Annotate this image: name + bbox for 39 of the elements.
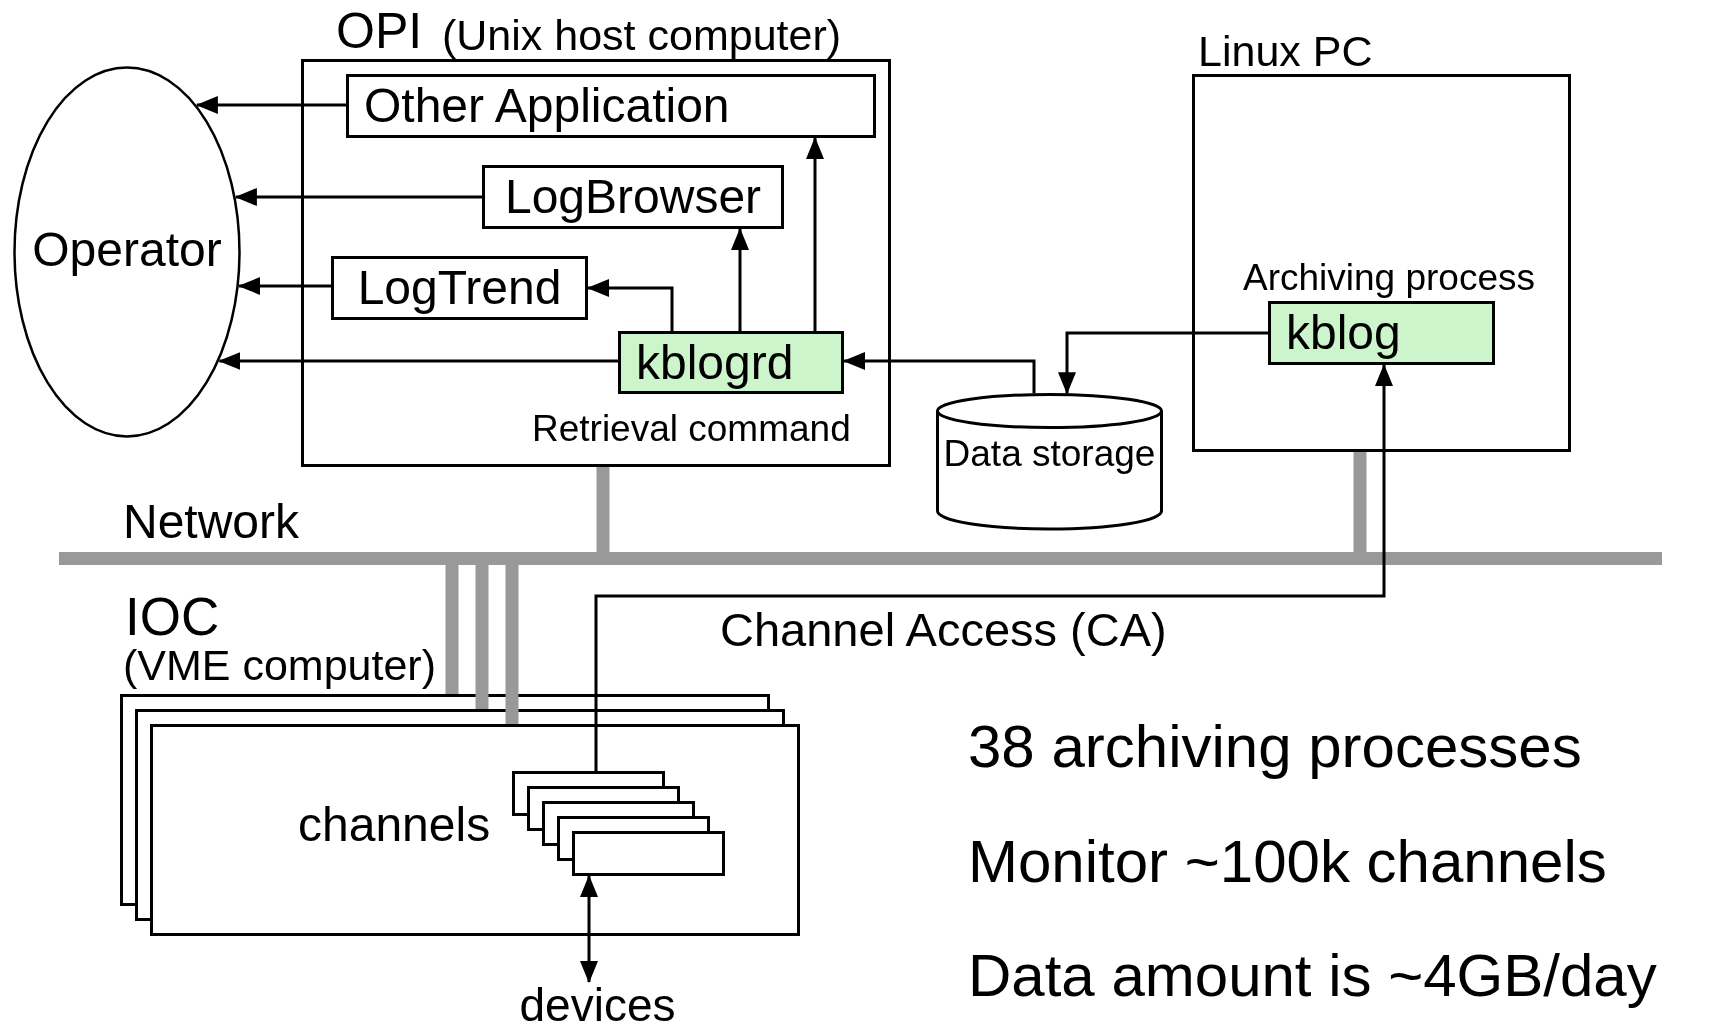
- network-link: [505, 565, 519, 724]
- network-link: [445, 565, 459, 694]
- box-label: Operator: [31, 222, 223, 278]
- box-title: OPI: [336, 3, 423, 61]
- box-title: Linux PC: [1198, 27, 1373, 77]
- network-link: [1353, 452, 1367, 552]
- process-box: [346, 74, 876, 138]
- network-link: [596, 467, 610, 552]
- arrow: [731, 228, 749, 331]
- note-text: Monitor ~100k channels: [968, 827, 1607, 896]
- arrow: [238, 277, 331, 295]
- arrow: [580, 875, 598, 983]
- box-label: kblog: [1286, 305, 1401, 361]
- box-label: Data storage: [942, 433, 1157, 476]
- box-label: LogBrowser: [503, 169, 763, 225]
- bus-label: Network: [123, 494, 300, 550]
- arrow: [587, 279, 674, 331]
- arrow: [843, 352, 1036, 394]
- node-label: devices: [515, 982, 680, 1026]
- arrow: [1058, 331, 1268, 395]
- box-label: LogTrend: [356, 260, 563, 316]
- box-title: (Unix host computer): [442, 11, 842, 61]
- process-box: [331, 256, 588, 320]
- stack-label: channels: [298, 797, 491, 853]
- node-label: Archiving process: [1243, 257, 1535, 300]
- operator-ellipse: [13, 66, 241, 438]
- arrow: [806, 137, 824, 331]
- arrow: [594, 364, 1393, 771]
- network-link: [475, 565, 489, 709]
- arrow: [218, 352, 618, 370]
- note-text: 38 archiving processes: [968, 712, 1582, 781]
- arrow: [234, 188, 482, 206]
- process-box: [482, 165, 784, 229]
- box-label: kblogrd: [636, 335, 794, 391]
- note-text: Data amount is ~4GB/day: [968, 941, 1657, 1010]
- node-label: Retrieval command: [532, 408, 851, 451]
- arrow: [195, 96, 346, 114]
- storage-cylinder: [936, 393, 1163, 529]
- box-label: Other Application: [364, 78, 730, 134]
